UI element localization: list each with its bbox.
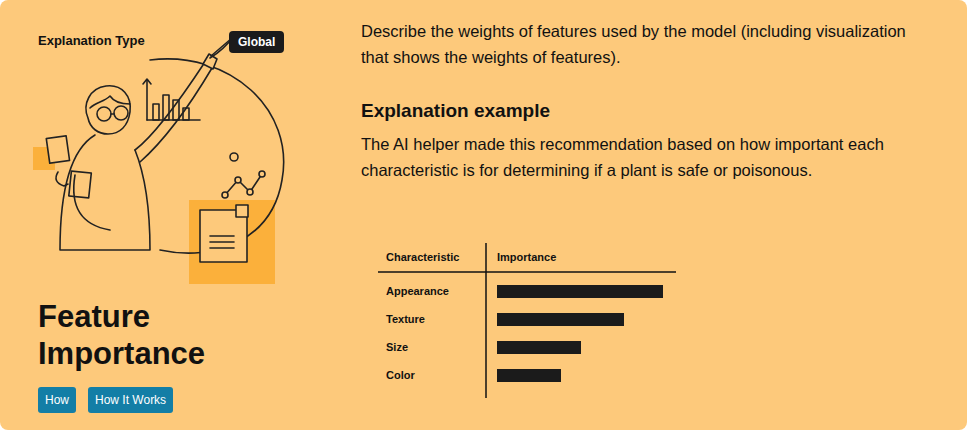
table-header: Importance [497,251,556,264]
tag-button: How It Works [88,387,173,413]
table-cell: Color [386,369,415,382]
node-text: Global [238,35,275,49]
type-label: Explanation Type [38,33,145,49]
person-drawing [33,36,284,284]
table-divider [485,243,487,398]
card-title: Feature Importance [38,298,298,372]
importance-bars [497,285,663,382]
tag-button: How [38,387,76,413]
node-text: How It Works [95,393,166,407]
importance-bar [497,341,581,354]
node-text: How [45,393,69,407]
type-badge: Global [229,31,284,53]
table-header: Characteristic [386,251,459,264]
description: Describe the weights of features used by… [361,18,921,70]
section-heading: Explanation example [361,100,550,123]
importance-bar [497,313,624,326]
table-cell: Size [386,341,408,354]
example-text: The AI helper made this recommendation b… [361,131,951,183]
importance-bar [497,285,663,298]
table-rule [378,271,676,273]
table-cell: Appearance [386,285,449,298]
importance-bar [497,369,561,382]
table-cell: Texture [386,313,425,326]
